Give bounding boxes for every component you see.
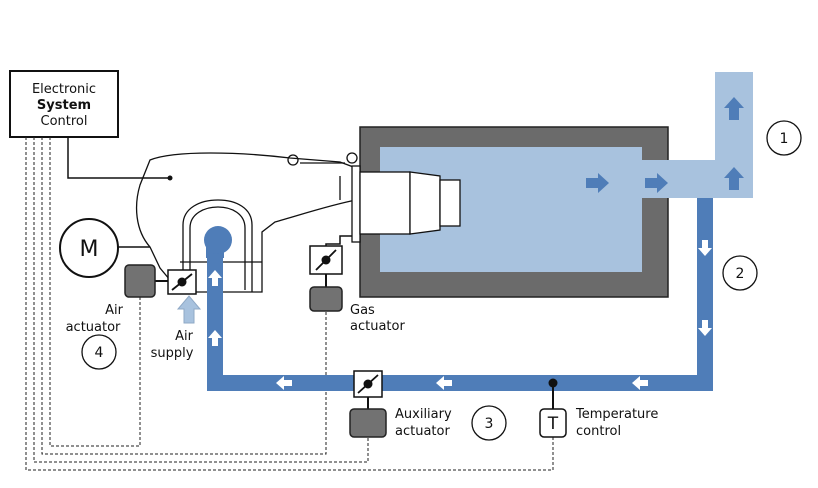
electronic-system-control-box: Electronic System Control [9, 70, 119, 138]
callout-3: 3 [471, 405, 507, 441]
callout-4: 4 [81, 334, 117, 370]
callout-1: 1 [766, 120, 802, 156]
burner-housing [135, 152, 358, 293]
flow-arrow-icon [698, 240, 712, 256]
recirculation-inlet [204, 226, 232, 254]
callout-1-number: 1 [780, 131, 789, 147]
temperature-control-label-1: Temperature [575, 407, 658, 422]
flow-arrow-icon [436, 376, 452, 390]
signal-wire-gas-actuator [41, 137, 327, 455]
gas-valve [309, 245, 343, 287]
temperature-control-label-2: control [576, 424, 621, 439]
auxiliary-valve [353, 370, 383, 409]
control-box-line2: System [37, 98, 91, 113]
flow-arrow-icon [724, 97, 744, 120]
flow-arrow-icon [208, 270, 222, 286]
air-supply-label-1: Air [175, 329, 194, 344]
gas-actuator-label-1: Gas [350, 303, 375, 318]
callout-2-number: 2 [736, 266, 745, 282]
gas-line [325, 235, 356, 246]
callout-4-number: 4 [95, 345, 104, 361]
air-actuator-label-1: Air [105, 303, 124, 318]
air-supply-arrow-icon [176, 295, 202, 324]
burner-nozzle [351, 165, 461, 243]
exhaust-duct [640, 72, 753, 198]
auxiliary-actuator-box [349, 408, 387, 438]
flow-arrow-icon [645, 173, 668, 193]
callout-2: 2 [722, 255, 758, 291]
air-supply-label-2: supply [151, 346, 194, 361]
callout-3-number: 3 [485, 416, 494, 432]
control-box-line3: Control [41, 114, 88, 129]
motor-letter: M [80, 237, 99, 262]
gas-actuator-box [309, 286, 343, 312]
auxiliary-actuator-label-2: actuator [395, 424, 450, 439]
flow-arrows [208, 97, 744, 390]
flow-arrow-icon [586, 173, 609, 193]
motor: M [59, 218, 150, 278]
air-actuator-box [124, 264, 156, 298]
auxiliary-actuator-label-1: Auxiliary [395, 407, 452, 422]
control-box-line1: Electronic [32, 82, 96, 97]
temperature-sensor: T [539, 378, 567, 438]
flow-arrow-icon [208, 330, 222, 346]
signal-wire-aux-actuator [33, 137, 369, 463]
flow-arrow-icon [632, 376, 648, 390]
gas-actuator-label-2: actuator [350, 319, 405, 334]
signal-wire-temperature [25, 137, 554, 471]
temperature-sensor-letter: T [547, 414, 559, 434]
air-damper [155, 269, 197, 295]
flow-arrow-icon [698, 320, 712, 336]
flow-arrow-icon [724, 167, 744, 190]
flow-arrow-icon [276, 376, 292, 390]
air-actuator-label-2: actuator [66, 320, 121, 335]
burner-control-wire [67, 137, 170, 179]
